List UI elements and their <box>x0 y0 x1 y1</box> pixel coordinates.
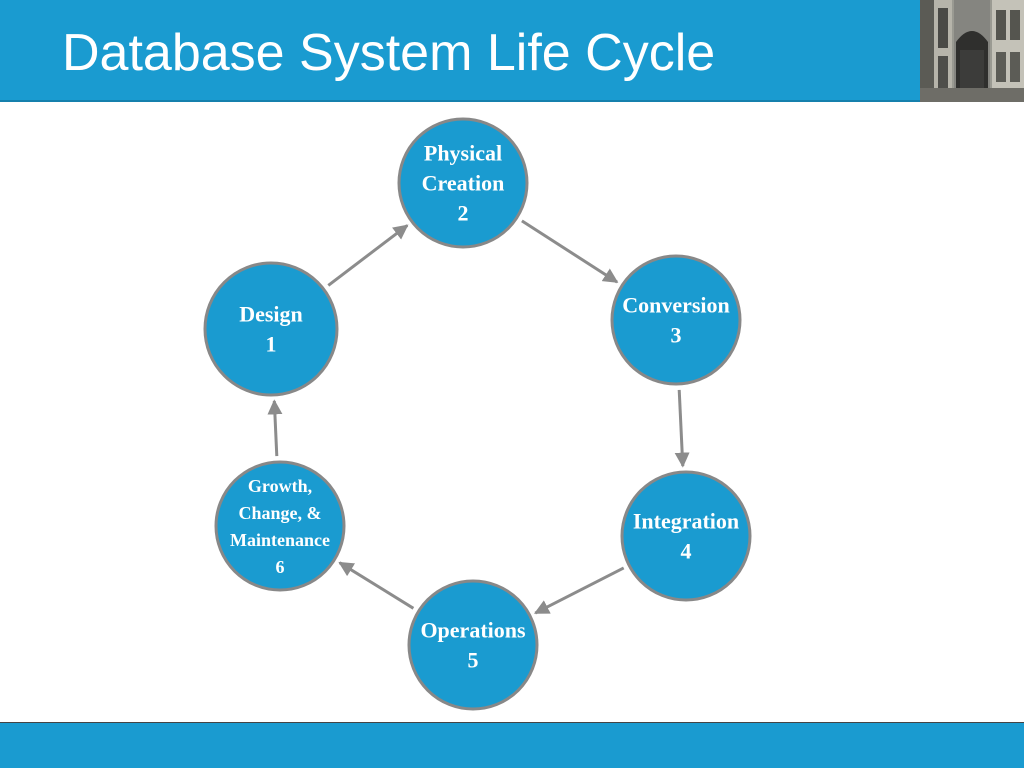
node-design: Design 1 <box>203 261 339 397</box>
arrow-physical-creation-to-conversion <box>521 219 619 284</box>
arrow-growth-change-maintenance-to-design <box>267 399 283 457</box>
arrow-design-to-physical-creation <box>327 224 409 287</box>
node-growth-change-maintenance: Growth, Change, & Maintenance 6 <box>214 460 346 592</box>
node-label-line: Physical <box>424 141 502 166</box>
node-label-line: Integration <box>633 509 739 534</box>
node-label-line: Design <box>239 302 303 327</box>
node-label-line: 5 <box>468 648 479 673</box>
node-circle <box>610 254 742 386</box>
node-circle <box>620 470 752 602</box>
building-photo <box>920 0 1024 102</box>
node-circle <box>203 261 339 397</box>
node-label-line: 2 <box>458 201 469 226</box>
node-label-line: 4 <box>681 539 692 564</box>
node-circle <box>407 579 539 711</box>
node-operations: Operations 5 <box>407 579 539 711</box>
node-label-line: Conversion <box>622 293 730 318</box>
node-label-line: Maintenance <box>230 530 330 550</box>
node-label-line: Growth, <box>248 476 312 496</box>
node-conversion: Conversion 3 <box>610 254 742 386</box>
node-circle <box>214 460 346 592</box>
node-circle <box>397 117 529 249</box>
slide-footer <box>0 722 1024 768</box>
slide-header: Database System Life Cycle <box>0 0 1024 102</box>
node-label-line: Operations <box>420 618 526 643</box>
node-label-line: 6 <box>276 557 285 577</box>
node-label-line: 3 <box>671 323 682 348</box>
arrow-integration-to-operations <box>533 566 625 615</box>
node-integration: Integration 4 <box>620 470 752 602</box>
node-label-line: Creation <box>422 171 505 196</box>
arrow-conversion-to-integration <box>674 389 690 468</box>
node-label-line: 1 <box>266 332 277 357</box>
node-label-line: Change, & <box>238 503 321 523</box>
slide-title: Database System Life Cycle <box>62 24 716 82</box>
arrow-operations-to-growth-change-maintenance <box>338 561 415 610</box>
